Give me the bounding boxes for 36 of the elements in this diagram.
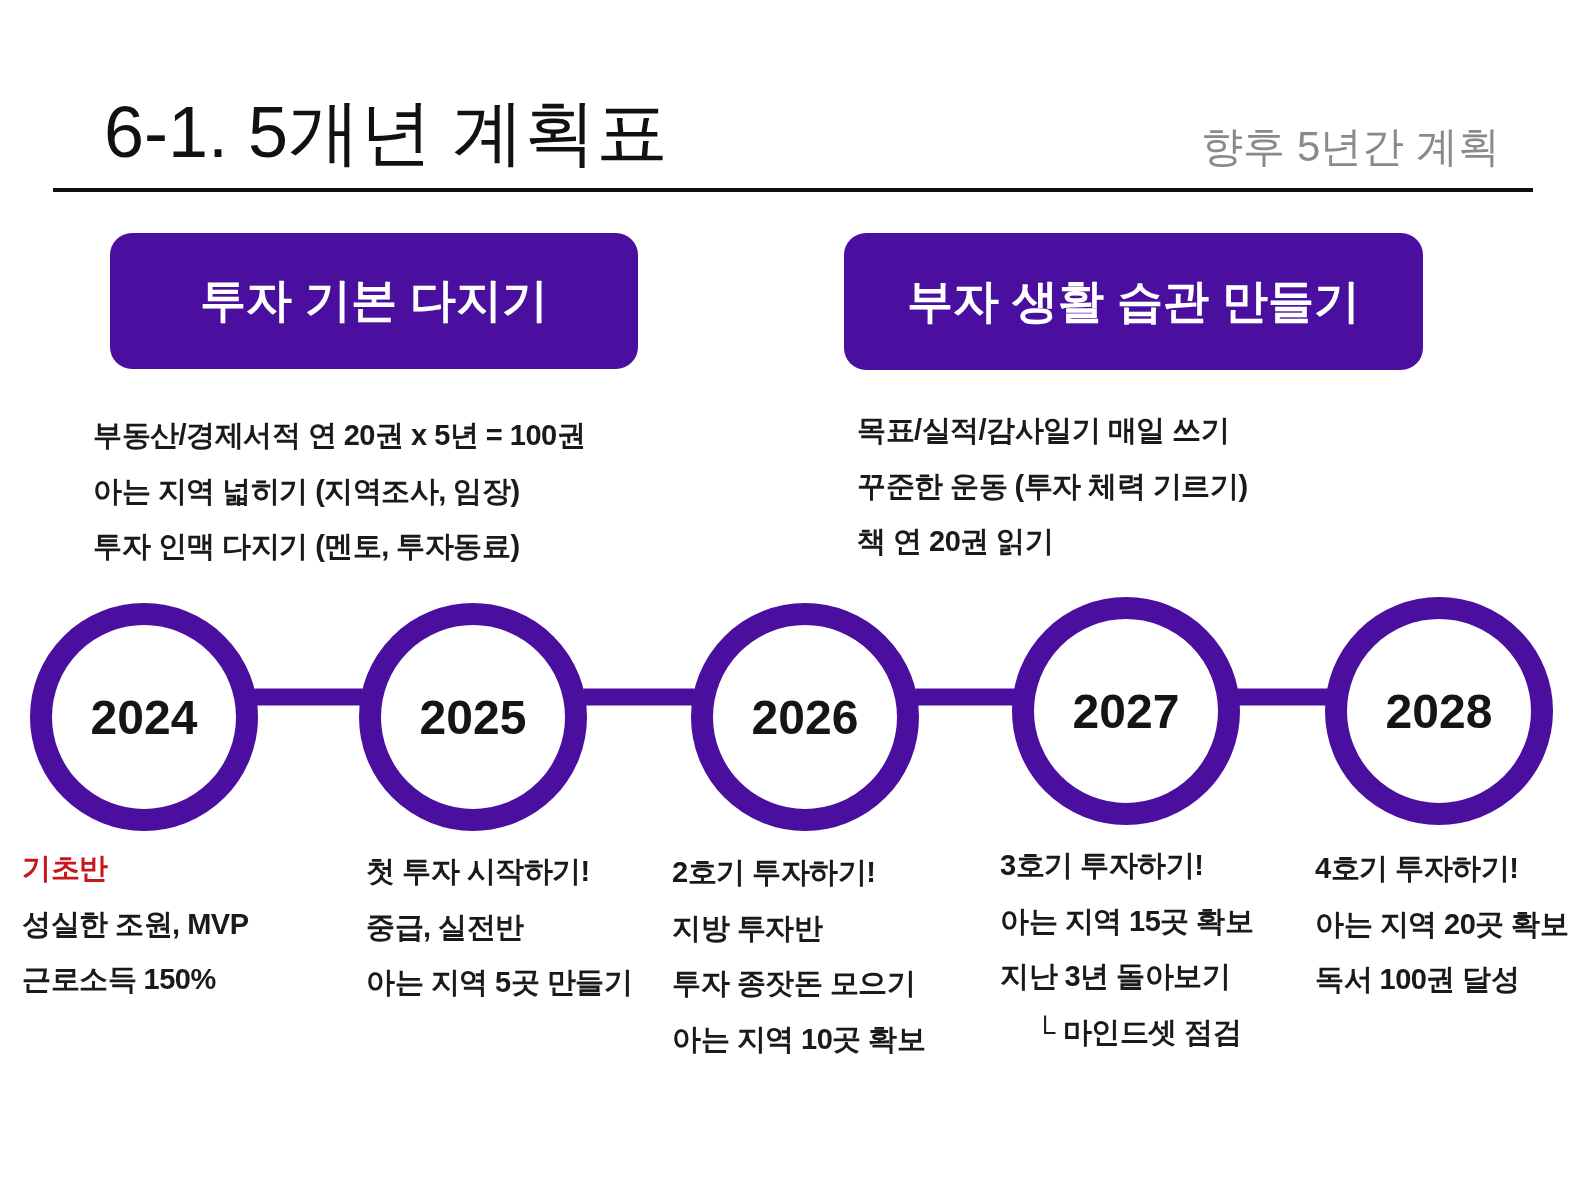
connector-bar (1237, 688, 1328, 706)
plan-item-text: 중급, 실전반 (366, 910, 524, 945)
plan-item-text: 아는 지역 5곳 만들기 (366, 965, 633, 1000)
plan-item-text: 투자 종잣돈 모으기 (672, 966, 916, 1001)
plan-item-text: 첫 투자 시작하기! (366, 854, 590, 889)
heading-banner: 부자 생활 습관 만들기 (844, 233, 1423, 370)
page-title: 6-1. 5개년 계획표 (104, 91, 669, 174)
plan-item-text: 독서 100권 달성 (1315, 962, 1520, 997)
year-circle: 2024 (30, 603, 258, 831)
plan-item-text: 근로소득 150% (22, 962, 216, 997)
plan-item-text: └ 마인드셋 점검 (1035, 1014, 1242, 1050)
plan-item-text: 아는 지역 20곳 확보 (1315, 907, 1569, 942)
plan-item-text: 꾸준한 운동 (투자 체력 기르기) (857, 469, 1248, 504)
plan-item-text: 기초반 (22, 851, 108, 886)
connector-bar (915, 688, 1015, 706)
year-circle: 2026 (691, 603, 919, 831)
plan-item-text: 부동산/경제서적 연 20권 x 5년 = 100권 (93, 418, 586, 453)
connector-bar (254, 688, 363, 706)
year-circle: 2027 (1012, 597, 1240, 825)
plan-item-text: 지난 3년 돌아보기 (1000, 959, 1231, 994)
plan-item-text: 아는 지역 15곳 확보 (1000, 904, 1254, 939)
plan-item-text: 4호기 투자하기! (1315, 851, 1519, 886)
heading-banner: 투자 기본 다지기 (110, 233, 638, 369)
plan-item-text: 3호기 투자하기! (1000, 848, 1204, 883)
year-circle: 2025 (359, 603, 587, 831)
plan-item-text: 책 연 20권 읽기 (857, 524, 1054, 559)
plan-item-text: 투자 인맥 다지기 (멘토, 투자동료) (93, 529, 520, 564)
year-circle: 2028 (1325, 597, 1553, 825)
plan-item-text: 아는 지역 10곳 확보 (672, 1022, 926, 1057)
plan-item-text: 아는 지역 넓히기 (지역조사, 임장) (93, 474, 520, 509)
plan-item-text: 2호기 투자하기! (672, 855, 876, 890)
plan-item-text: 성실한 조원, MVP (22, 907, 249, 942)
connector-bar (583, 688, 695, 706)
subtitle: 향후 5년간 계획 (1201, 122, 1500, 172)
plan-item-text: 지방 투자반 (672, 911, 823, 946)
plan-item-text: 목표/실적/감사일기 매일 쓰기 (857, 413, 1230, 448)
